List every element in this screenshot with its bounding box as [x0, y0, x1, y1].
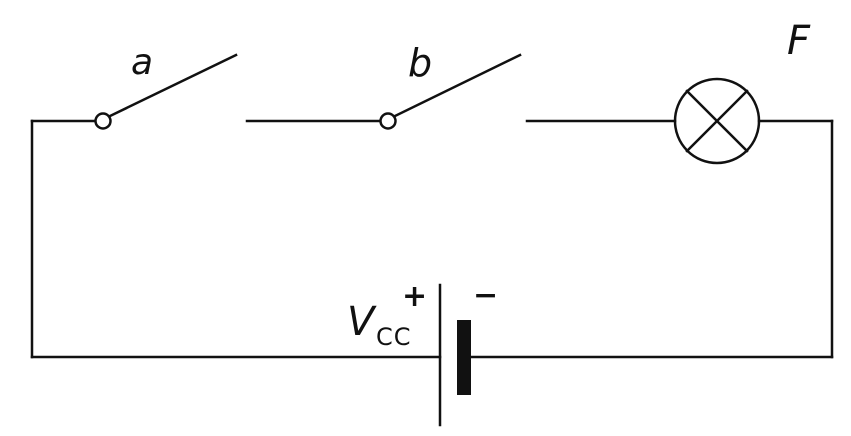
switch-a-lever — [106, 53, 238, 119]
switch-a-pivot — [94, 112, 112, 130]
lamp-cross-2 — [685, 89, 749, 153]
switch-b-pivot — [379, 112, 397, 130]
switch-a-label: a — [131, 42, 153, 83]
source-label-sub: CC — [376, 323, 412, 351]
switch-b-lever — [391, 53, 522, 119]
lamp-label: F — [787, 18, 811, 64]
switch-b-label: b — [408, 41, 432, 85]
battery-negative-plate — [457, 320, 471, 395]
lamp-circle — [673, 77, 761, 165]
plus-sign: + — [402, 279, 427, 314]
minus-sign: − — [473, 278, 498, 313]
source-label-main: V — [347, 299, 377, 345]
